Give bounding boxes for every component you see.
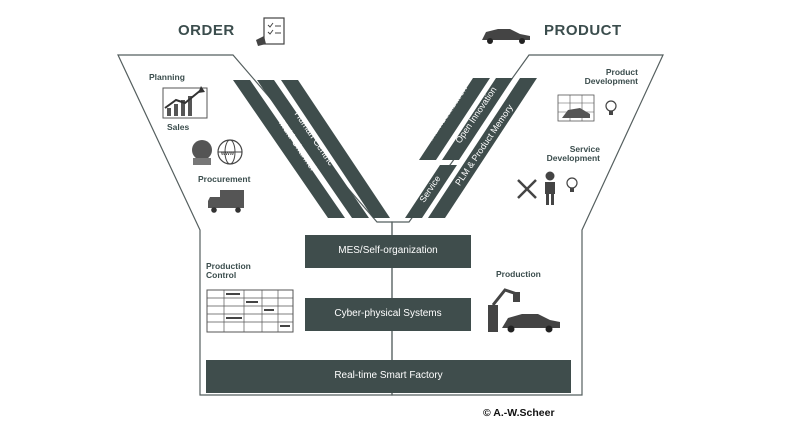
product-dev-cube-icon [557,94,595,122]
production-label: Production [496,269,541,279]
product-heading: PRODUCT [544,22,622,39]
product-development-label: Product Development [584,67,638,86]
right-stripe-4 [428,78,537,218]
sales-globe-icon: www [192,139,243,165]
production-car-icon [502,314,560,333]
right-stripe-2 [442,78,513,160]
clipboard-icon [256,17,285,46]
service-development-label: Service Development [546,144,600,163]
lightbulb-icon-1 [605,100,617,115]
procurement-label: Procurement [198,174,251,184]
lightbulb-icon-2 [566,177,578,192]
right-stripe-3 [405,165,457,218]
production-control-label: Production Control [206,261,251,280]
smart-factory-bar [206,360,571,393]
mes-bar-label: MES/Self-organization [338,245,438,256]
truck-icon [208,190,244,213]
right-funnel-outline [391,54,664,396]
production-table-icon [206,289,294,333]
left-stripe-1 [233,80,345,218]
worker-icon [545,171,555,205]
cps-bar [305,298,471,331]
planning-label: Planning [149,72,185,82]
copyright-credit: © A.-W.Scheer [483,407,555,419]
robot-arm-icon [488,288,520,332]
sales-label: Sales [167,122,190,132]
order-heading: ORDER [178,22,235,39]
left-funnel-outline [117,54,393,396]
svg-text:www: www [220,151,235,157]
cps-bar-label: Cyber-physical Systems [334,308,442,319]
mes-bar [305,235,471,268]
left-stripe-3 [281,80,390,218]
car-icon [482,29,530,44]
left-stripe-2 [257,80,369,218]
planning-chart-icon [162,86,208,119]
right-stripe-1 [419,78,490,160]
smart-factory-bar-label: Real-time Smart Factory [334,370,443,381]
tools-icon [517,179,537,199]
